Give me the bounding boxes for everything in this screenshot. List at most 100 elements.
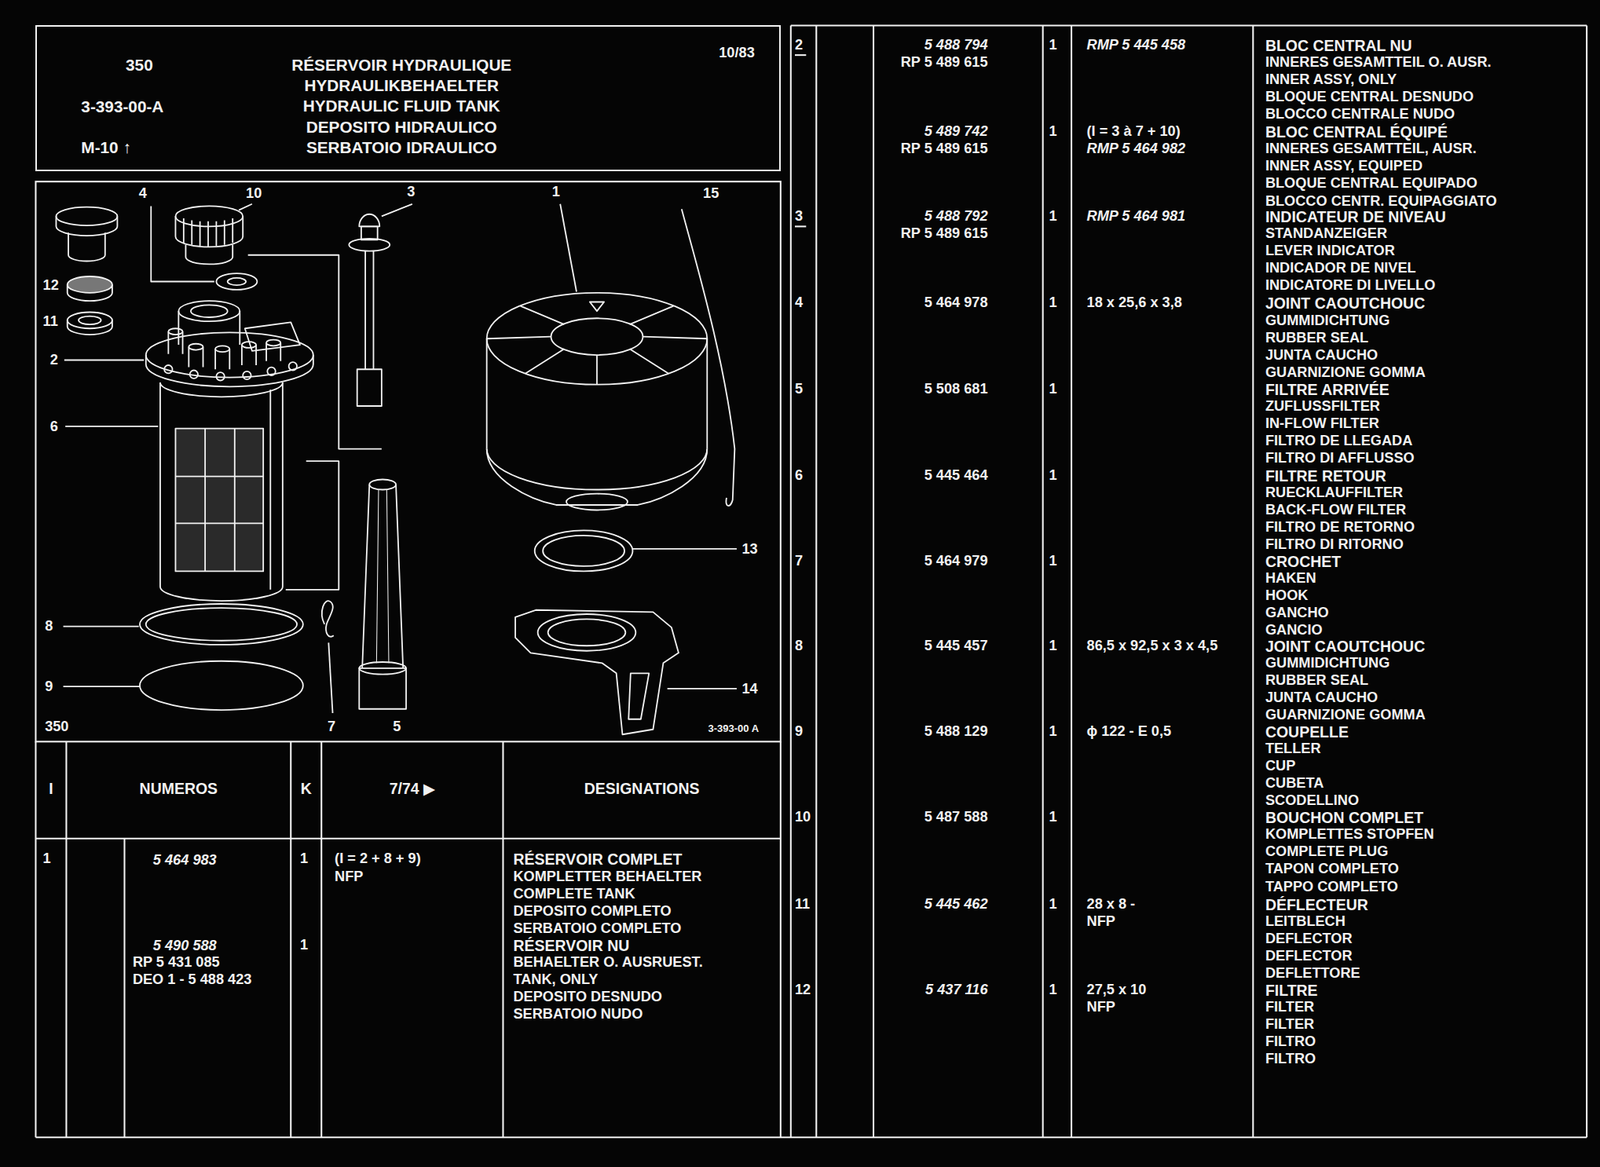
table-cell: 1 bbox=[1048, 467, 1057, 484]
part-number: 5 464 979 bbox=[873, 552, 989, 570]
designation: BLOC CENTRAL NU bbox=[1265, 36, 1413, 55]
designation: BLOQUE CENTRAL EQUIPADO bbox=[1265, 175, 1478, 192]
parts-illustration-stroke bbox=[266, 342, 281, 361]
parts-illustration-stroke bbox=[215, 345, 230, 352]
parts-illustration-stroke bbox=[160, 382, 283, 601]
parts-illustration-stroke bbox=[150, 205, 215, 282]
table-frame-stroke bbox=[320, 741, 323, 1138]
designation: JUNTA CAUCHO bbox=[1265, 689, 1378, 707]
designation: INNERES GESAMTTEIL, AUSR. bbox=[1265, 140, 1477, 158]
designation: BLOC CENTRAL ÉQUIPÉ bbox=[1265, 123, 1448, 141]
designation: DEPOSITO DESNUDO bbox=[512, 988, 663, 1006]
parts-illustration-stroke bbox=[65, 425, 158, 428]
table-cell: 10 bbox=[794, 809, 811, 826]
table-cell: 1 bbox=[300, 850, 308, 868]
table-frame bbox=[35, 25, 1587, 1138]
parts-illustration-stroke bbox=[178, 300, 240, 322]
parts-illustration-stroke bbox=[175, 428, 264, 572]
parts-illustration-stroke bbox=[358, 214, 380, 228]
parts-illustration-stroke bbox=[266, 340, 281, 347]
parts-illustration-stroke bbox=[175, 428, 264, 572]
part-number: 5 437 116 bbox=[873, 981, 989, 999]
designation: BLOQUE CENTRAL DESNUDO bbox=[1265, 88, 1474, 106]
column-heading: K bbox=[290, 779, 322, 798]
callout-number: 1 bbox=[552, 183, 561, 201]
table-cell: 6 bbox=[794, 467, 803, 484]
table-cell: NFP bbox=[1087, 913, 1116, 930]
header-text: HYDRAULIC FLUID TANK bbox=[197, 96, 606, 116]
designation: FILTRO bbox=[1265, 1050, 1316, 1068]
parts-illustration-stroke bbox=[551, 318, 644, 356]
part-number: 5 488 792 bbox=[873, 208, 989, 225]
parts-illustration-stroke bbox=[628, 673, 649, 719]
designation: SERBATOIO NUDO bbox=[512, 1006, 643, 1023]
designation: GUMMIDICHTUNG bbox=[1265, 312, 1390, 330]
table-frame-stroke bbox=[1070, 25, 1073, 1138]
table-frame-stroke bbox=[35, 838, 780, 840]
designation: DEFLECTOR bbox=[1265, 948, 1353, 965]
parts-illustration-stroke bbox=[667, 688, 737, 690]
parts-illustration-stroke bbox=[216, 372, 224, 381]
parts-illustration-stroke bbox=[216, 273, 257, 290]
parts-illustration-stroke bbox=[190, 370, 198, 379]
table-cell: 1 bbox=[1048, 896, 1057, 913]
table-cell: (I = 3 à 7 + 10) bbox=[1087, 123, 1181, 140]
designation: COMPLETE TANK bbox=[512, 886, 635, 903]
parts-illustration bbox=[55, 204, 737, 735]
designation: JOINT CAOUTCHOUC bbox=[1265, 294, 1425, 312]
table-cell: 1 bbox=[1048, 208, 1057, 225]
designation: CROCHET bbox=[1265, 552, 1341, 571]
parts-illustration-stroke bbox=[160, 382, 283, 397]
parts-illustration-stroke bbox=[328, 642, 333, 714]
table-cell: DEO 1 - 5 488 423 bbox=[132, 971, 253, 989]
parts-illustration-stroke bbox=[681, 208, 736, 506]
designation: GANCIO bbox=[1265, 622, 1323, 639]
designation: FILTRE ARRIVÉE bbox=[1265, 380, 1390, 399]
designation: FILTER bbox=[1265, 999, 1315, 1016]
table-cell: 1 bbox=[1048, 723, 1057, 740]
parts-illustration-stroke bbox=[348, 238, 390, 252]
designation: DEFLECTOR bbox=[1265, 930, 1353, 948]
table-frame-stroke bbox=[1042, 25, 1044, 1138]
table-cell: 4 bbox=[794, 294, 803, 312]
table-cell: NFP bbox=[334, 868, 363, 886]
part-number: 5 490 588 bbox=[153, 937, 217, 955]
parts-illustration-stroke bbox=[188, 344, 203, 351]
parts-illustration-stroke bbox=[486, 306, 708, 385]
designation: GUARNIZIONE GOMMA bbox=[1265, 364, 1426, 381]
callout-number: 2 bbox=[50, 351, 59, 369]
parts-illustration-stroke bbox=[190, 304, 228, 318]
parts-illustration-stroke bbox=[376, 489, 389, 663]
header-text: DEPOSITO HIDRAULICO bbox=[197, 117, 606, 137]
parts-illustration-stroke bbox=[361, 226, 378, 240]
parts-illustration-stroke bbox=[67, 276, 113, 293]
designation: GUARNIZIONE GOMMA bbox=[1265, 706, 1426, 724]
table-frame-stroke bbox=[872, 25, 875, 1138]
parts-illustration-stroke bbox=[486, 338, 708, 449]
part-number: RMP 5 464 981 bbox=[1087, 208, 1187, 225]
part-number: 5 488 794 bbox=[873, 36, 989, 54]
designation: COUPELLE bbox=[1265, 723, 1349, 741]
callout-number: 13 bbox=[741, 541, 758, 558]
designation: CUBETA bbox=[1265, 775, 1324, 792]
designation: LEVER INDICATOR bbox=[1265, 242, 1395, 260]
designation: GANCHO bbox=[1265, 604, 1330, 622]
table-frame-stroke bbox=[794, 54, 806, 56]
table-frame-stroke bbox=[34, 741, 37, 1138]
callout-number: 8 bbox=[44, 618, 53, 635]
part-number: 5 445 457 bbox=[873, 637, 989, 655]
parts-illustration-stroke bbox=[139, 604, 304, 645]
header-text: M-10 ↑ bbox=[80, 138, 131, 158]
callout-number: 11 bbox=[43, 313, 59, 330]
parts-illustration-stroke bbox=[248, 255, 382, 450]
column-heading: 7/74 ▶ bbox=[321, 779, 503, 798]
table-cell: (I = 2 + 8 + 9) bbox=[334, 850, 422, 868]
designation: BEHAELTER O. AUSRUEST. bbox=[512, 954, 703, 971]
table-frame-stroke bbox=[1585, 25, 1588, 1138]
designation: LEITBLECH bbox=[1265, 913, 1346, 930]
designation: FILTRE bbox=[1265, 981, 1319, 1000]
table-cell: ϕ 122 - E 0,5 bbox=[1087, 723, 1172, 740]
header-text: 350 bbox=[87, 55, 191, 75]
parts-illustration-stroke bbox=[269, 389, 271, 590]
designation: KOMPLETTER BEHAELTER bbox=[512, 868, 702, 886]
